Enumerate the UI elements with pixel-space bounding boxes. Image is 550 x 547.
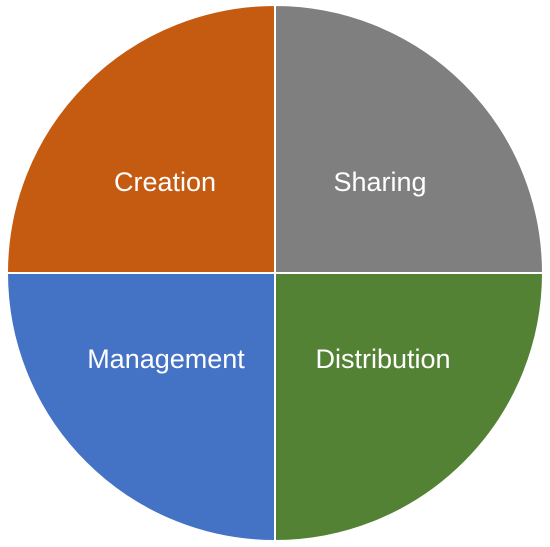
label-creation: Creation bbox=[114, 167, 216, 197]
quadrant-creation bbox=[5, 3, 276, 274]
label-sharing: Sharing bbox=[333, 167, 426, 197]
label-distribution: Distribution bbox=[315, 344, 450, 374]
quadrant-sharing bbox=[274, 3, 545, 274]
quadrant-management bbox=[5, 272, 276, 543]
label-management: Management bbox=[87, 344, 245, 374]
quadrant-distribution bbox=[274, 272, 545, 543]
